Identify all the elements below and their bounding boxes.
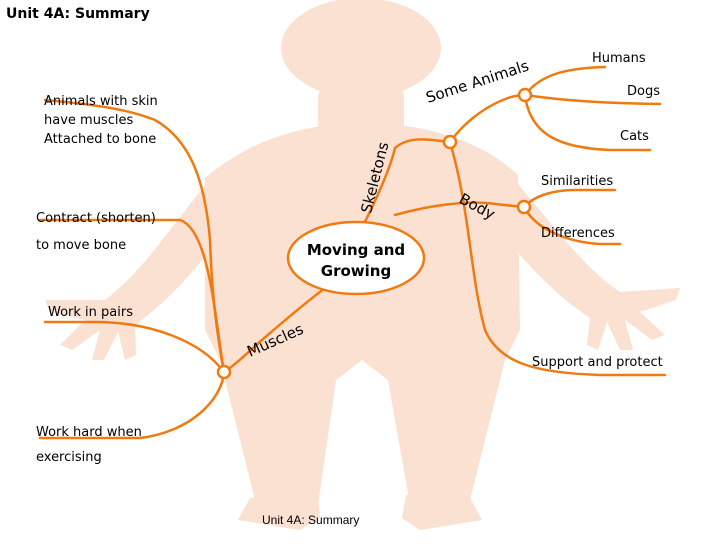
branch-line-animals	[448, 93, 527, 144]
branch-line-cats	[523, 93, 652, 152]
page-title: Unit 4A: Summary	[6, 6, 150, 22]
branch-line-humans	[523, 65, 607, 97]
leaf-work-in-pairs: Work in pairs	[48, 305, 133, 320]
branch-label-some-animals: Some Animals	[424, 57, 532, 107]
branch-line-differences	[522, 205, 622, 246]
branch-line-dogs	[523, 93, 662, 106]
leaf-similarities: Similarities	[541, 174, 614, 189]
leaf-dogs: Dogs	[627, 84, 660, 99]
leaf-work-hard-line-2: exercising	[36, 450, 102, 466]
branch-lines	[38, 65, 667, 440]
central-topic-line-2: Growing	[320, 262, 392, 280]
node-skeletons	[442, 134, 458, 150]
leaf-contract-line-1: Contract (shorten)	[36, 211, 156, 226]
leaf-contract: Contract (shorten) to move bone	[36, 205, 156, 260]
node-animals	[517, 87, 533, 103]
slide-footer: Unit 4A: Summary	[262, 513, 360, 527]
leaf-support-and-protect: Support and protect	[532, 355, 663, 370]
branch-line-pairs	[43, 320, 226, 374]
branch-line-body	[393, 201, 526, 217]
leaf-animals-with-skin-line-3: Attached to bone	[44, 131, 157, 147]
leaf-differences: Differences	[541, 226, 615, 241]
node-muscles	[216, 364, 232, 380]
leaf-work-hard-line-1: Work hard when	[36, 425, 142, 440]
leaf-animals-with-skin-line-2: have muscles	[44, 112, 134, 128]
leaf-animals-with-skin: Animals with skin have muscles Attached …	[44, 93, 158, 150]
branch-nodes	[216, 87, 533, 380]
branch-line-similarities	[522, 188, 617, 209]
leaf-contract-line-2: to move bone	[36, 238, 127, 254]
central-topic-label: Moving and Growing	[296, 240, 416, 282]
leaf-cats: Cats	[620, 129, 649, 144]
branch-line-contract	[38, 218, 226, 374]
branch-line-work-hard	[38, 370, 226, 440]
node-body	[516, 199, 532, 215]
leaf-animals-with-skin-line-1: Animals with skin	[44, 94, 158, 109]
central-topic-line-1: Moving and	[306, 241, 406, 259]
human-body-silhouette	[45, 0, 680, 530]
leaf-work-hard: Work hard when exercising	[36, 420, 142, 471]
central-topic-node	[286, 220, 426, 296]
leaf-humans: Humans	[592, 51, 646, 66]
